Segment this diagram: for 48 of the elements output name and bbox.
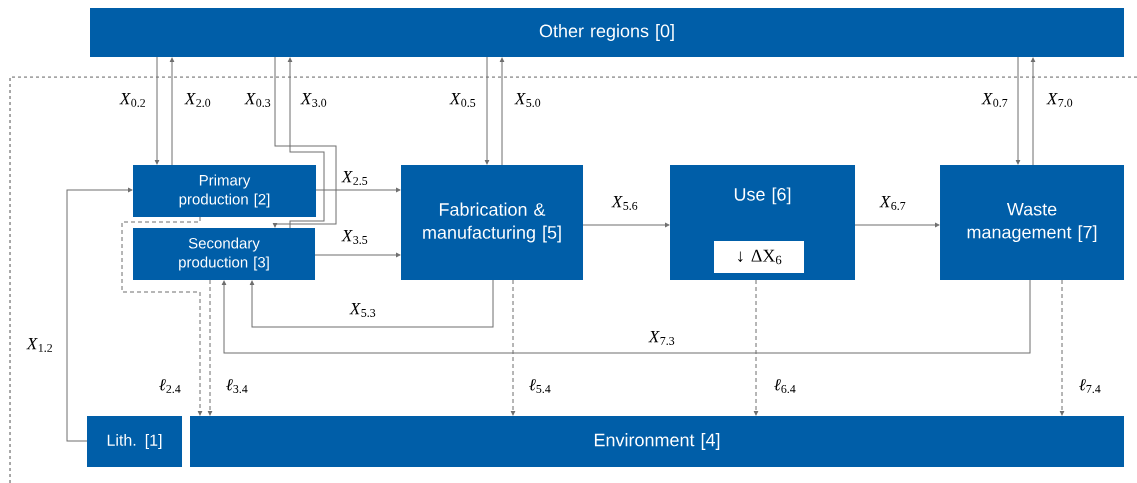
edge-label: X$_{1.2}$ (25, 337, 55, 353)
edge-label: X$_{2.5}$ (340, 170, 370, 186)
flow-arrow (499, 57, 505, 166)
edge-label: ℓ$_{6.4}$ (772, 377, 798, 395)
process-box: Waste management [7] (940, 165, 1124, 280)
edge-label: X$_{0.7}$ (980, 92, 1010, 108)
flow-arrow (154, 56, 160, 165)
flow-arrow (66, 187, 133, 442)
stock-change-box: ↓ ΔX$_{6}$ (714, 241, 804, 273)
edge-label: X$_{6.7}$ (878, 195, 908, 211)
loss-arrow (1059, 279, 1065, 416)
process-box: Fabrication & manufacturing [5] (401, 165, 583, 280)
edge-label: X$_{5.6}$ (610, 195, 640, 211)
flow-arrow (221, 279, 1031, 354)
environment-bar: Environment [4] (190, 416, 1124, 467)
edge-label: X$_{7.0}$ (1045, 92, 1075, 108)
loss-arrow (753, 279, 759, 416)
flow-arrow (249, 279, 494, 328)
process-box: Lith. [1] (87, 416, 182, 467)
loss-arrow (207, 279, 213, 416)
edge-label: X$_{5.3}$ (348, 302, 378, 318)
flow-arrow (582, 222, 670, 228)
edge-label: X$_{3.0}$ (299, 92, 329, 108)
edge-label: ℓ$_{3.4}$ (224, 377, 250, 395)
flow-arrow (314, 252, 401, 258)
flow-arrow (854, 222, 940, 228)
edge-label: X$_{2.0}$ (183, 92, 213, 108)
loss-arrow (510, 279, 516, 416)
edge-label: X$_{0.5}$ (448, 92, 478, 108)
region-bar: Other regions [0] (90, 8, 1124, 57)
edge-label: X$_{7.3}$ (647, 330, 677, 346)
flow-arrow (1030, 57, 1036, 166)
flow-arrow (169, 57, 175, 166)
process-box: Primary production [2] (133, 165, 316, 217)
edge-label: ℓ$_{2.4}$ (157, 377, 183, 395)
edge-label: X$_{0.2}$ (118, 92, 148, 108)
edge-label: ℓ$_{5.4}$ (527, 377, 553, 395)
flow-arrow (272, 56, 337, 228)
edge-label: X$_{0.3}$ (243, 92, 273, 108)
flow-arrow (484, 56, 490, 165)
flow-arrow (1015, 56, 1021, 165)
edge-label: ℓ$_{7.4}$ (1077, 377, 1103, 395)
flow-arrow (315, 187, 401, 193)
process-box: Secondary production [3] (133, 228, 315, 280)
flow-arrow (287, 57, 325, 229)
loss-arrow (121, 216, 203, 416)
edge-label: X$_{3.5}$ (340, 229, 370, 245)
edge-label: X$_{5.0}$ (513, 92, 543, 108)
